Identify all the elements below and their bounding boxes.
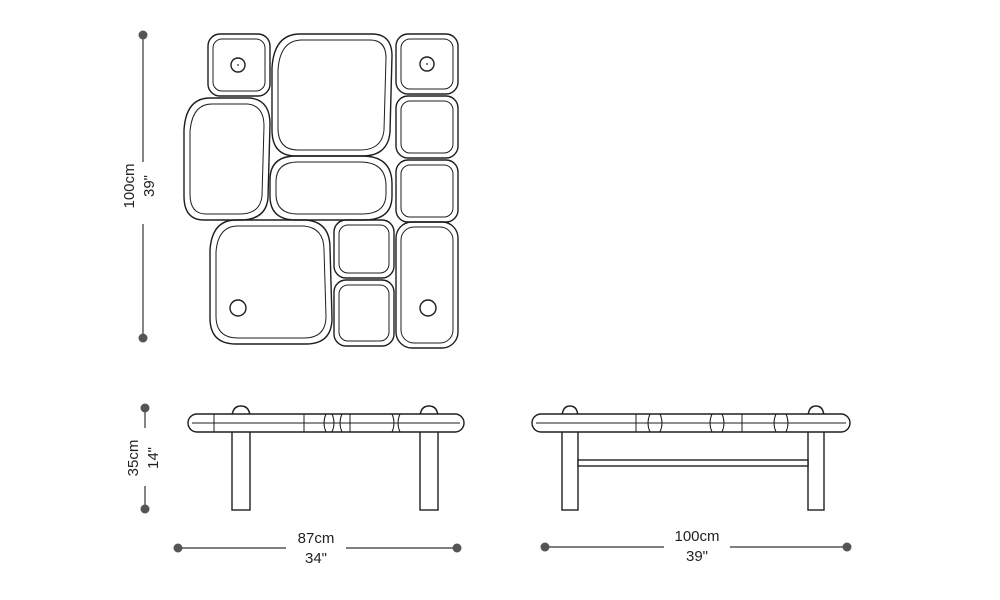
- side-view: [187, 405, 465, 511]
- side-leg-left: [231, 419, 251, 511]
- dimension-side-height-imperial: 14": [145, 447, 162, 469]
- dimension-side-width: 87cm 34": [173, 530, 462, 567]
- dimension-top-height: 100cm 39": [121, 30, 158, 343]
- dimension-side-height-metric: 35cm: [125, 440, 142, 477]
- dimension-side-width-imperial: 34": [305, 550, 327, 567]
- top-panel-8: [209, 219, 333, 345]
- front-stretcher: [577, 459, 809, 467]
- top-panel-11: [395, 221, 459, 349]
- top-panel-9: [333, 219, 395, 279]
- dimension-top-height-metric: 100cm: [121, 163, 138, 208]
- top-panel-7: [395, 159, 459, 223]
- front-view: [531, 405, 851, 511]
- dimension-side-width-metric: 87cm: [298, 530, 335, 547]
- dimension-top-height-imperial: 39": [141, 175, 158, 197]
- top-view: [183, 33, 459, 349]
- top-panel-6: [269, 155, 393, 221]
- top-panel-3: [395, 33, 459, 95]
- side-tabletop: [187, 413, 465, 433]
- front-leg-left: [561, 419, 579, 511]
- dimension-front-width-metric: 100cm: [674, 528, 719, 545]
- front-tabletop: [531, 413, 851, 433]
- top-panel-1: [207, 33, 271, 97]
- front-leg-right: [807, 419, 825, 511]
- side-leg-right: [419, 419, 439, 511]
- dimension-side-height: 35cm 14": [125, 403, 162, 514]
- dimension-front-width-imperial: 39": [686, 548, 708, 565]
- top-panel-2: [271, 33, 393, 157]
- top-panel-5: [395, 95, 459, 159]
- dimension-front-width: 100cm 39": [540, 528, 852, 565]
- top-panel-10: [333, 279, 395, 347]
- top-panel-4: [183, 97, 271, 221]
